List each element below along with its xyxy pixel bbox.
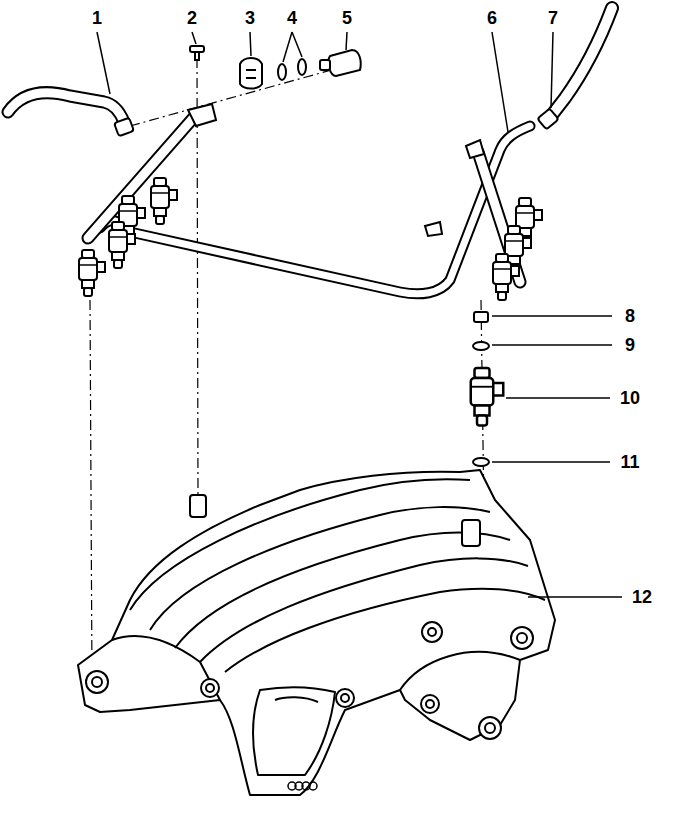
intake-manifold	[201, 679, 219, 697]
rail-fittings	[195, 52, 199, 60]
intake-manifold	[130, 479, 470, 610]
intake-manifold	[206, 684, 214, 692]
callout-number: 11	[615, 452, 645, 472]
intake-manifold	[336, 689, 354, 707]
intake-manifold	[428, 628, 436, 636]
rail-fittings	[425, 222, 442, 236]
leader-lines	[492, 315, 612, 317]
callout-number: 2	[177, 8, 207, 28]
rail-fittings	[466, 140, 484, 158]
leader-lines	[192, 32, 196, 44]
leader-lines	[551, 32, 553, 108]
fuel-lines	[8, 93, 124, 122]
rail-injectors	[493, 254, 519, 300]
intake-manifold	[400, 652, 520, 690]
fuel-lines	[8, 8, 612, 294]
injector-parts	[474, 312, 488, 322]
intake-manifold	[225, 589, 545, 672]
leader-lines	[346, 32, 347, 50]
injector-parts	[471, 312, 504, 466]
pressure-regulator-parts	[320, 60, 330, 70]
rail-fittings	[114, 46, 559, 236]
intake-manifold	[341, 694, 349, 702]
pressure-regulator-parts	[240, 50, 361, 89]
intake-manifold	[86, 671, 108, 693]
callout-number: 3	[235, 8, 265, 28]
intake-manifold	[422, 622, 442, 642]
intake-manifold	[421, 695, 439, 713]
intake-manifold	[275, 697, 318, 702]
intake-manifold	[462, 520, 480, 546]
callout-number: 6	[477, 8, 507, 28]
leader-lines	[97, 32, 622, 597]
rail-fittings	[188, 104, 216, 126]
fuel-lines	[88, 116, 195, 238]
rail-fittings	[114, 118, 134, 137]
intake-manifold	[309, 782, 317, 790]
callout-number: 1	[82, 8, 112, 28]
leader-lines	[250, 32, 251, 56]
intake-manifold	[511, 627, 533, 649]
leader-lines	[492, 344, 612, 346]
rail-injectors	[151, 178, 177, 224]
rail-fittings	[537, 108, 558, 129]
intake-manifold	[253, 687, 335, 775]
intake-manifold	[479, 717, 501, 739]
pressure-regulator-parts	[246, 70, 256, 78]
injector-parts	[471, 368, 504, 426]
leader-lines	[492, 461, 610, 463]
leader-lines	[492, 32, 508, 132]
axis-lines	[90, 300, 92, 680]
intake-manifold	[485, 723, 495, 733]
callout-number: 9	[615, 335, 645, 355]
intake-manifold	[78, 470, 555, 795]
pressure-regulator-parts	[298, 59, 306, 75]
intake-manifold	[150, 507, 490, 630]
pressure-regulator-parts	[240, 58, 262, 89]
pressure-regulator-parts	[328, 50, 360, 76]
callout-number: 7	[538, 8, 568, 28]
pressure-regulator-parts	[278, 64, 286, 80]
callout-number: 4	[277, 8, 307, 28]
injector-parts	[473, 458, 489, 466]
leader-lines	[292, 32, 302, 57]
intake-manifold	[426, 700, 434, 708]
intake-manifold	[92, 677, 102, 687]
callout-number: 8	[615, 306, 645, 326]
fuel-lines	[8, 93, 124, 122]
leader-lines	[528, 596, 622, 598]
intake-manifold	[517, 633, 527, 643]
intake-manifold	[112, 636, 220, 700]
callout-number: 12	[627, 587, 657, 607]
rail-injectors	[79, 250, 105, 296]
leader-lines	[97, 32, 110, 94]
callout-number: 5	[332, 8, 362, 28]
rail-injectors	[109, 222, 135, 268]
callout-number: 10	[615, 388, 645, 408]
leader-lines	[283, 32, 292, 62]
intake-manifold	[190, 495, 206, 517]
fuel-lines	[88, 116, 195, 238]
injector-parts	[473, 342, 489, 350]
intake-manifold	[288, 782, 317, 790]
leader-lines	[506, 397, 610, 399]
rail-injectors	[79, 178, 542, 300]
intake-manifold	[78, 470, 555, 795]
